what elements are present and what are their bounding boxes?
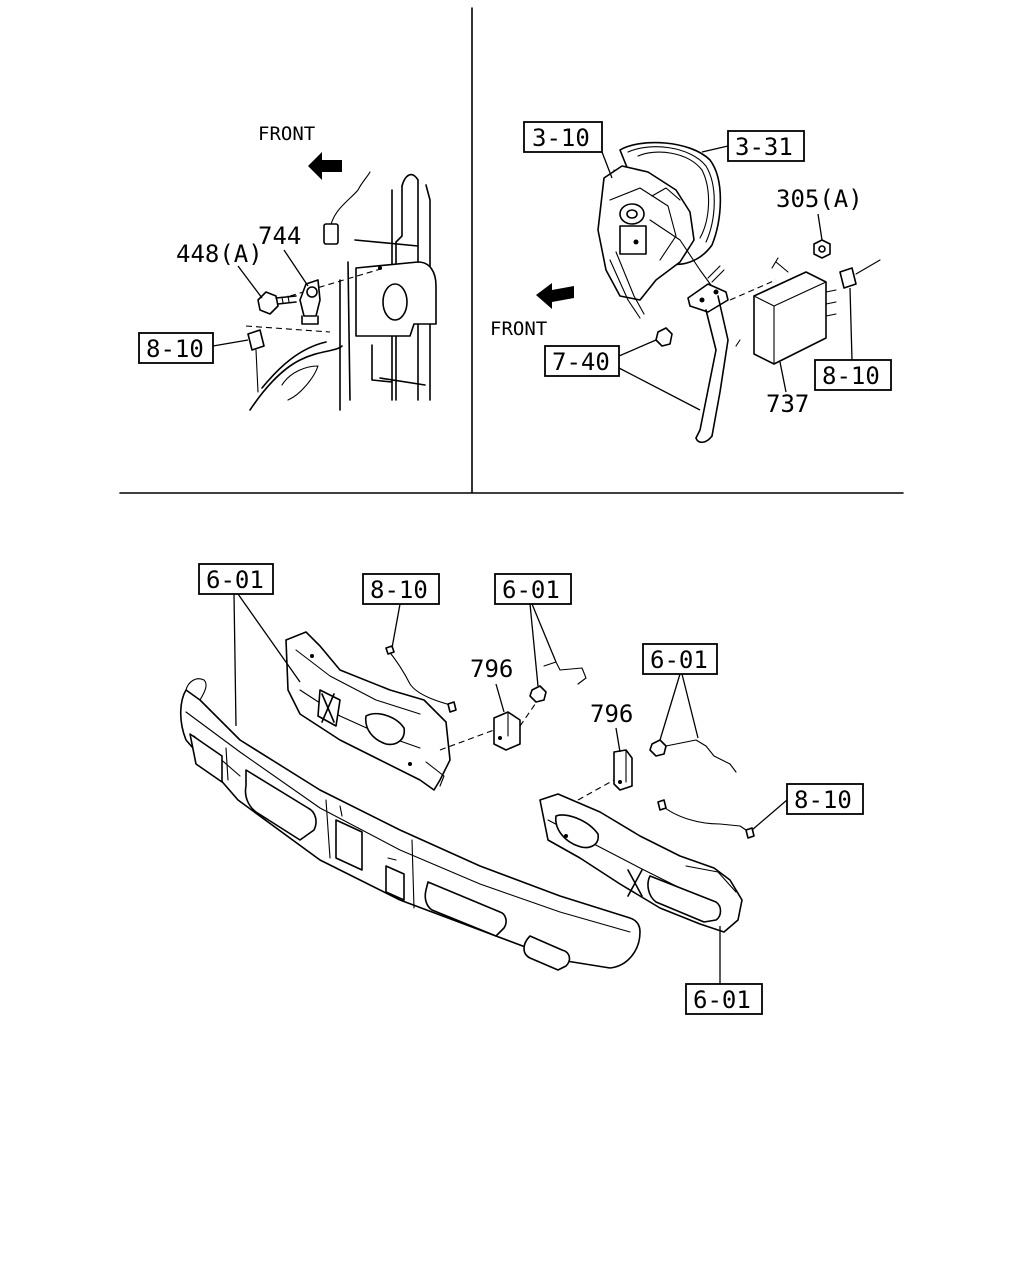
connector-8-10-left — [247, 329, 265, 393]
control-unit-737 — [729, 257, 837, 365]
sensor-796-left — [385, 645, 587, 751]
callout-box-6-01-c — [642, 643, 718, 675]
callout-448a: 448(A) — [176, 240, 263, 268]
panel-bottom: 6-01 8-10 6-01 796 6-01 796 8-10 6-01 — [179, 563, 864, 1015]
front-arrow-icon-right — [536, 283, 574, 309]
callout-8-10-a: 8-10 — [370, 576, 428, 604]
callout-744: 744 — [258, 222, 301, 250]
callout-8-10-left: 8-10 — [146, 335, 204, 363]
callout-737: 737 — [766, 390, 809, 418]
front-label-right: FRONT — [490, 318, 547, 340]
right-bracket — [539, 793, 743, 933]
callout-box-8-10-a — [362, 573, 440, 605]
front-bumper — [179, 678, 641, 971]
sensor-744 — [299, 279, 321, 325]
callout-796-a: 796 — [470, 655, 513, 683]
panel-dividers — [119, 7, 904, 494]
callout-3-31: 3-31 — [735, 133, 793, 161]
callout-796-b: 796 — [590, 700, 633, 728]
callout-6-01-b: 6-01 — [502, 576, 560, 604]
callout-7-40: 7-40 — [552, 348, 610, 376]
callout-box-8-10-b — [786, 783, 864, 815]
callout-8-10-right: 8-10 — [822, 362, 880, 390]
callout-6-01-c: 6-01 — [650, 646, 708, 674]
master-cylinder-3-10 — [597, 165, 717, 319]
callout-box-6-01-d — [685, 983, 763, 1015]
callout-box-6-01-a — [198, 563, 274, 595]
panel-top-left: FRONT — [138, 123, 437, 411]
callout-3-10: 3-10 — [532, 124, 590, 152]
body-frame-left — [245, 171, 437, 411]
left-bracket — [285, 631, 451, 791]
callout-box-3-10 — [523, 121, 603, 153]
callout-8-10-b: 8-10 — [794, 786, 852, 814]
front-label-left: FRONT — [258, 123, 315, 145]
callout-box-3-31 — [727, 130, 805, 162]
callout-6-01-d: 6-01 — [693, 986, 751, 1014]
panel-top-right: FRONT — [490, 121, 892, 444]
callout-box-8-10-right — [814, 359, 892, 391]
callout-box-7-40 — [544, 345, 620, 377]
bolt-448a — [257, 291, 297, 315]
callout-box-8-10-left — [138, 332, 214, 364]
nut-305a — [813, 239, 831, 259]
connector-8-10-right — [839, 259, 881, 289]
front-arrow-icon — [308, 152, 342, 180]
callout-6-01-a: 6-01 — [206, 566, 264, 594]
sensor-796-right — [577, 739, 755, 839]
callout-box-6-01-b — [494, 573, 572, 605]
bracket-7-40 — [655, 265, 741, 444]
callout-305a: 305(A) — [776, 185, 863, 213]
